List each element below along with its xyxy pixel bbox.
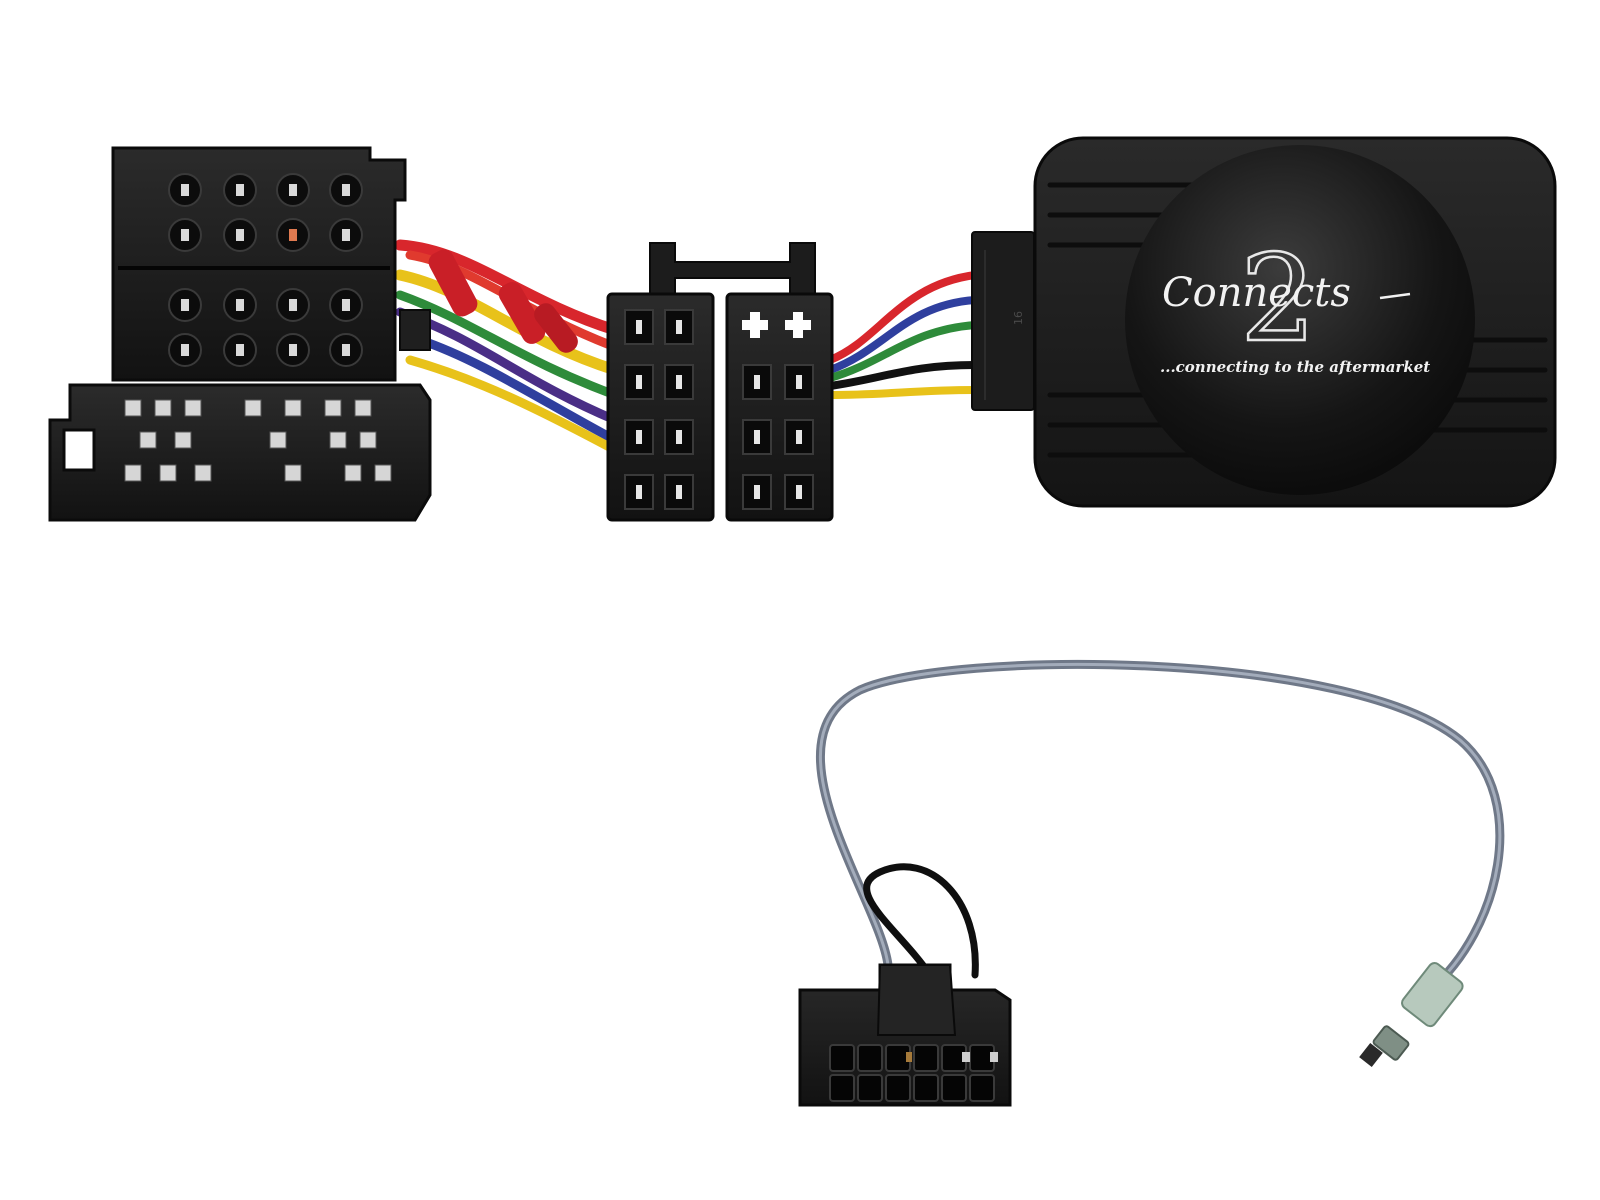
left-wire-bundle bbox=[394, 239, 621, 455]
logo-numeral: 2 bbox=[1240, 230, 1316, 369]
logo-disc bbox=[1125, 145, 1475, 495]
wire-sleeves bbox=[428, 249, 578, 353]
port-marking: 16 bbox=[1012, 311, 1025, 325]
logo-brand-text: Connects bbox=[1162, 270, 1351, 316]
iso-plus-pins bbox=[742, 312, 811, 338]
interface-box: 16 2 Connects ...connecting to the after… bbox=[971, 136, 1557, 508]
logo-tagline: ...connecting to the aftermarket bbox=[1160, 358, 1430, 376]
brand-logo: 2 Connects ...connecting to the aftermar… bbox=[1160, 229, 1430, 376]
lead-tip-plug bbox=[1359, 962, 1464, 1068]
vehicle-connector-pins bbox=[168, 173, 363, 367]
right-wire-bundle bbox=[826, 271, 979, 399]
vehicle-connector bbox=[48, 146, 432, 522]
iso-connector bbox=[606, 242, 834, 522]
steering-lead bbox=[798, 659, 1505, 1107]
multipin-connector bbox=[798, 963, 1012, 1107]
box-grooves bbox=[1047, 182, 1548, 458]
